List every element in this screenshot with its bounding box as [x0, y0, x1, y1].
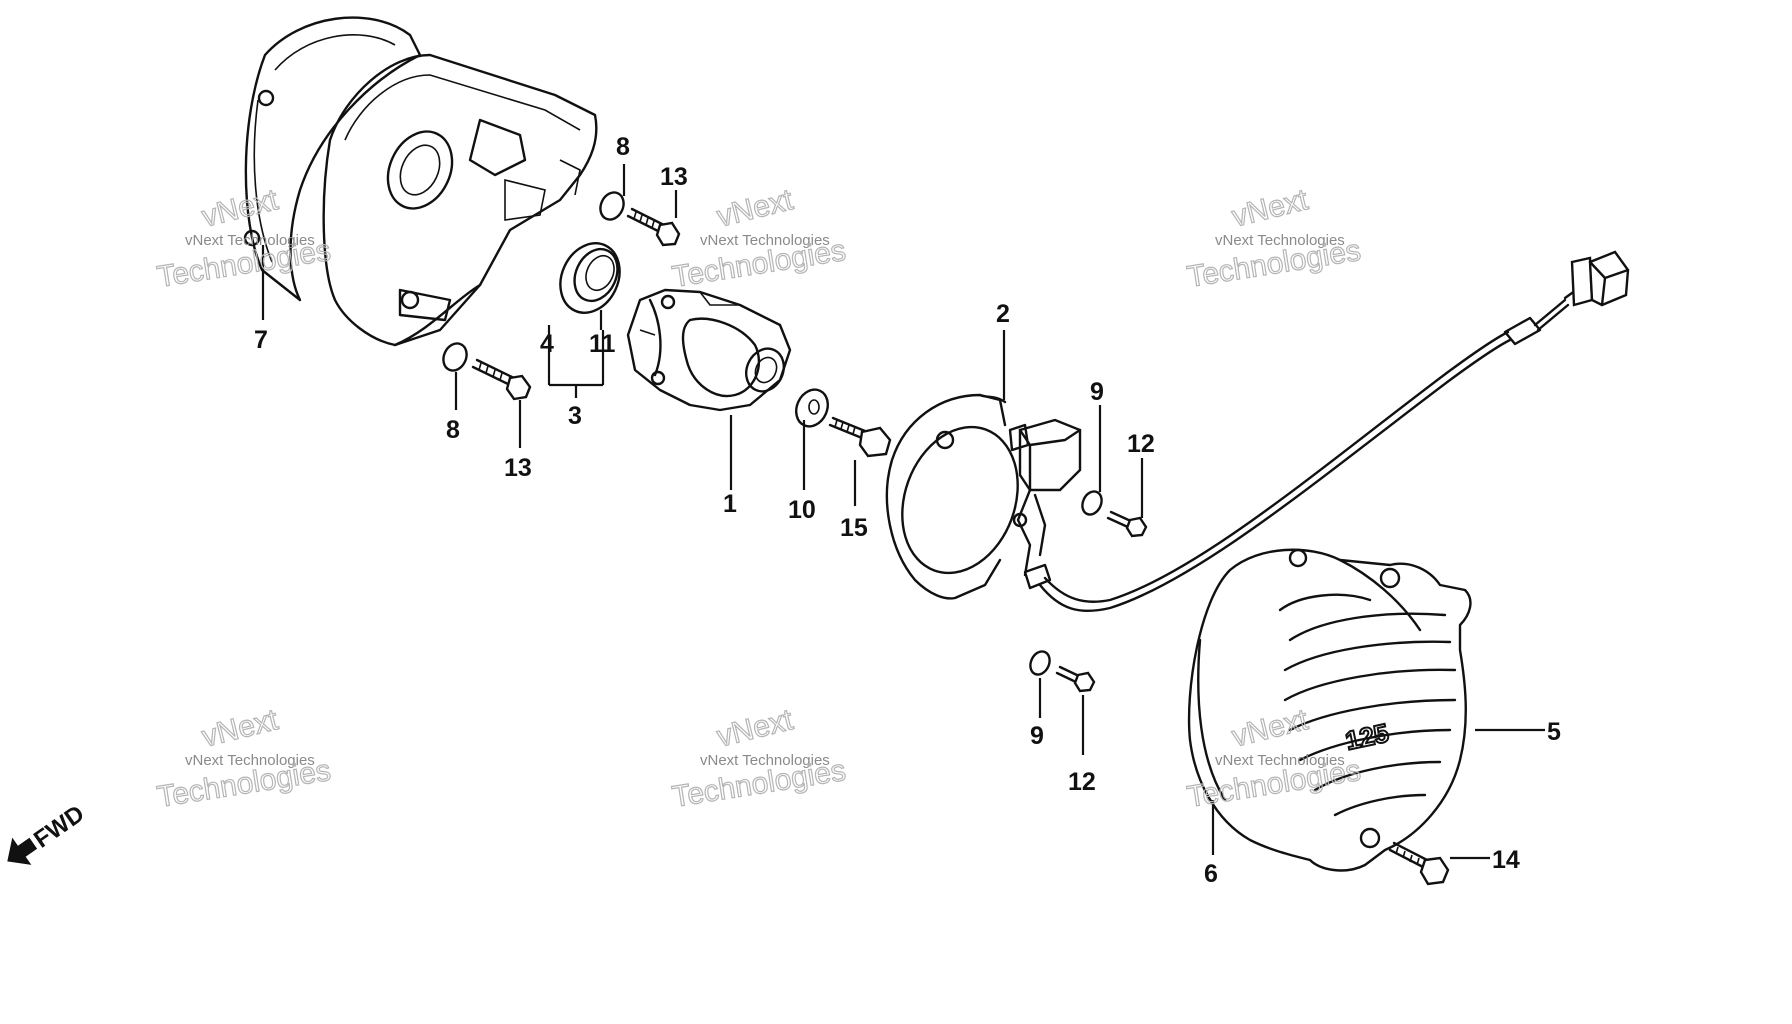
watermark-text: vNext Technologies — [1215, 752, 1345, 769]
cover-cast-marking: 125 — [1343, 717, 1392, 755]
watermark-text-large-top: vNext — [714, 183, 797, 234]
bolt-part-13-upper — [626, 207, 681, 247]
watermark-text-large-top: vNext — [1229, 703, 1312, 754]
callout-10: 10 — [788, 496, 816, 524]
callout-7: 7 — [254, 326, 268, 354]
washer-part-9-upper — [1081, 490, 1103, 516]
washer-part-8-lower — [442, 342, 468, 372]
callout-6: 6 — [1204, 860, 1218, 888]
callout-5: 5 — [1547, 718, 1561, 746]
callout-1: 1 — [723, 490, 737, 518]
forward-arrow-icon — [7, 837, 38, 865]
leader-lines — [261, 164, 1545, 860]
callout-9-upper: 9 — [1090, 378, 1104, 406]
callout-11: 11 — [589, 330, 616, 358]
forward-direction-indicator: FWD — [7, 800, 89, 865]
bolt-part-13-lower — [471, 358, 532, 401]
callout-labels: 7 8 13 8 13 4 11 3 1 10 15 2 9 12 9 12 5… — [254, 133, 1561, 888]
bolt-part-15 — [828, 416, 892, 458]
screw-part-12-upper — [1106, 510, 1148, 538]
screw-part-12-lower — [1055, 665, 1096, 693]
callout-2: 2 — [996, 300, 1010, 328]
bolt-part-14 — [1388, 841, 1450, 886]
callout-13-lower: 13 — [504, 454, 532, 482]
callout-8-upper: 8 — [616, 133, 630, 161]
washer-part-10 — [795, 388, 829, 428]
watermark-text-large-top: vNext — [199, 703, 282, 754]
washer-part-9-lower — [1029, 650, 1051, 676]
oil-seal-part-11 — [559, 242, 621, 314]
forward-label: FWD — [29, 800, 89, 853]
stator-plate-part-2 — [885, 393, 1019, 600]
pulser-generator — [1008, 418, 1082, 590]
governor-unit-part-1 — [626, 288, 792, 412]
watermark-3: vNext vNext Technologies Technologies — [1184, 182, 1363, 294]
watermark-4: vNext vNext Technologies Technologies — [154, 702, 333, 814]
callout-9-lower: 9 — [1030, 722, 1044, 750]
pulser-wire — [1038, 278, 1592, 613]
gasket-part-7 — [243, 16, 422, 302]
watermark-text-large-top: vNext — [1229, 183, 1312, 234]
callout-13-upper: 13 — [660, 163, 688, 191]
callout-12-upper: 12 — [1127, 430, 1155, 458]
watermark-text-large-top: vNext — [199, 183, 282, 234]
callout-14: 14 — [1492, 846, 1520, 874]
callout-3: 3 — [568, 402, 582, 430]
watermark-1: vNext vNext Technologies Technologies — [154, 182, 333, 294]
callout-12-lower: 12 — [1068, 768, 1096, 796]
case-body-part-4 — [322, 53, 598, 347]
watermark-text: vNext Technologies — [700, 752, 830, 769]
cover-part-5: 125 — [1187, 548, 1472, 872]
watermark-2: vNext vNext Technologies Technologies — [669, 182, 848, 294]
watermark-text-large-top: vNext — [714, 703, 797, 754]
watermark-text: vNext Technologies — [1215, 232, 1345, 249]
callout-15: 15 — [840, 514, 868, 542]
wire-connector — [1570, 250, 1630, 307]
washer-part-8-upper — [599, 191, 625, 221]
watermark-6: vNext vNext Technologies Technologies — [1184, 702, 1363, 814]
watermark-text: vNext Technologies — [185, 232, 315, 249]
watermark-text: vNext Technologies — [700, 232, 830, 249]
callout-8-lower: 8 — [446, 416, 460, 444]
callout-4: 4 — [540, 330, 554, 358]
watermark-5: vNext vNext Technologies Technologies — [669, 702, 848, 814]
watermark-text: vNext Technologies — [185, 752, 315, 769]
